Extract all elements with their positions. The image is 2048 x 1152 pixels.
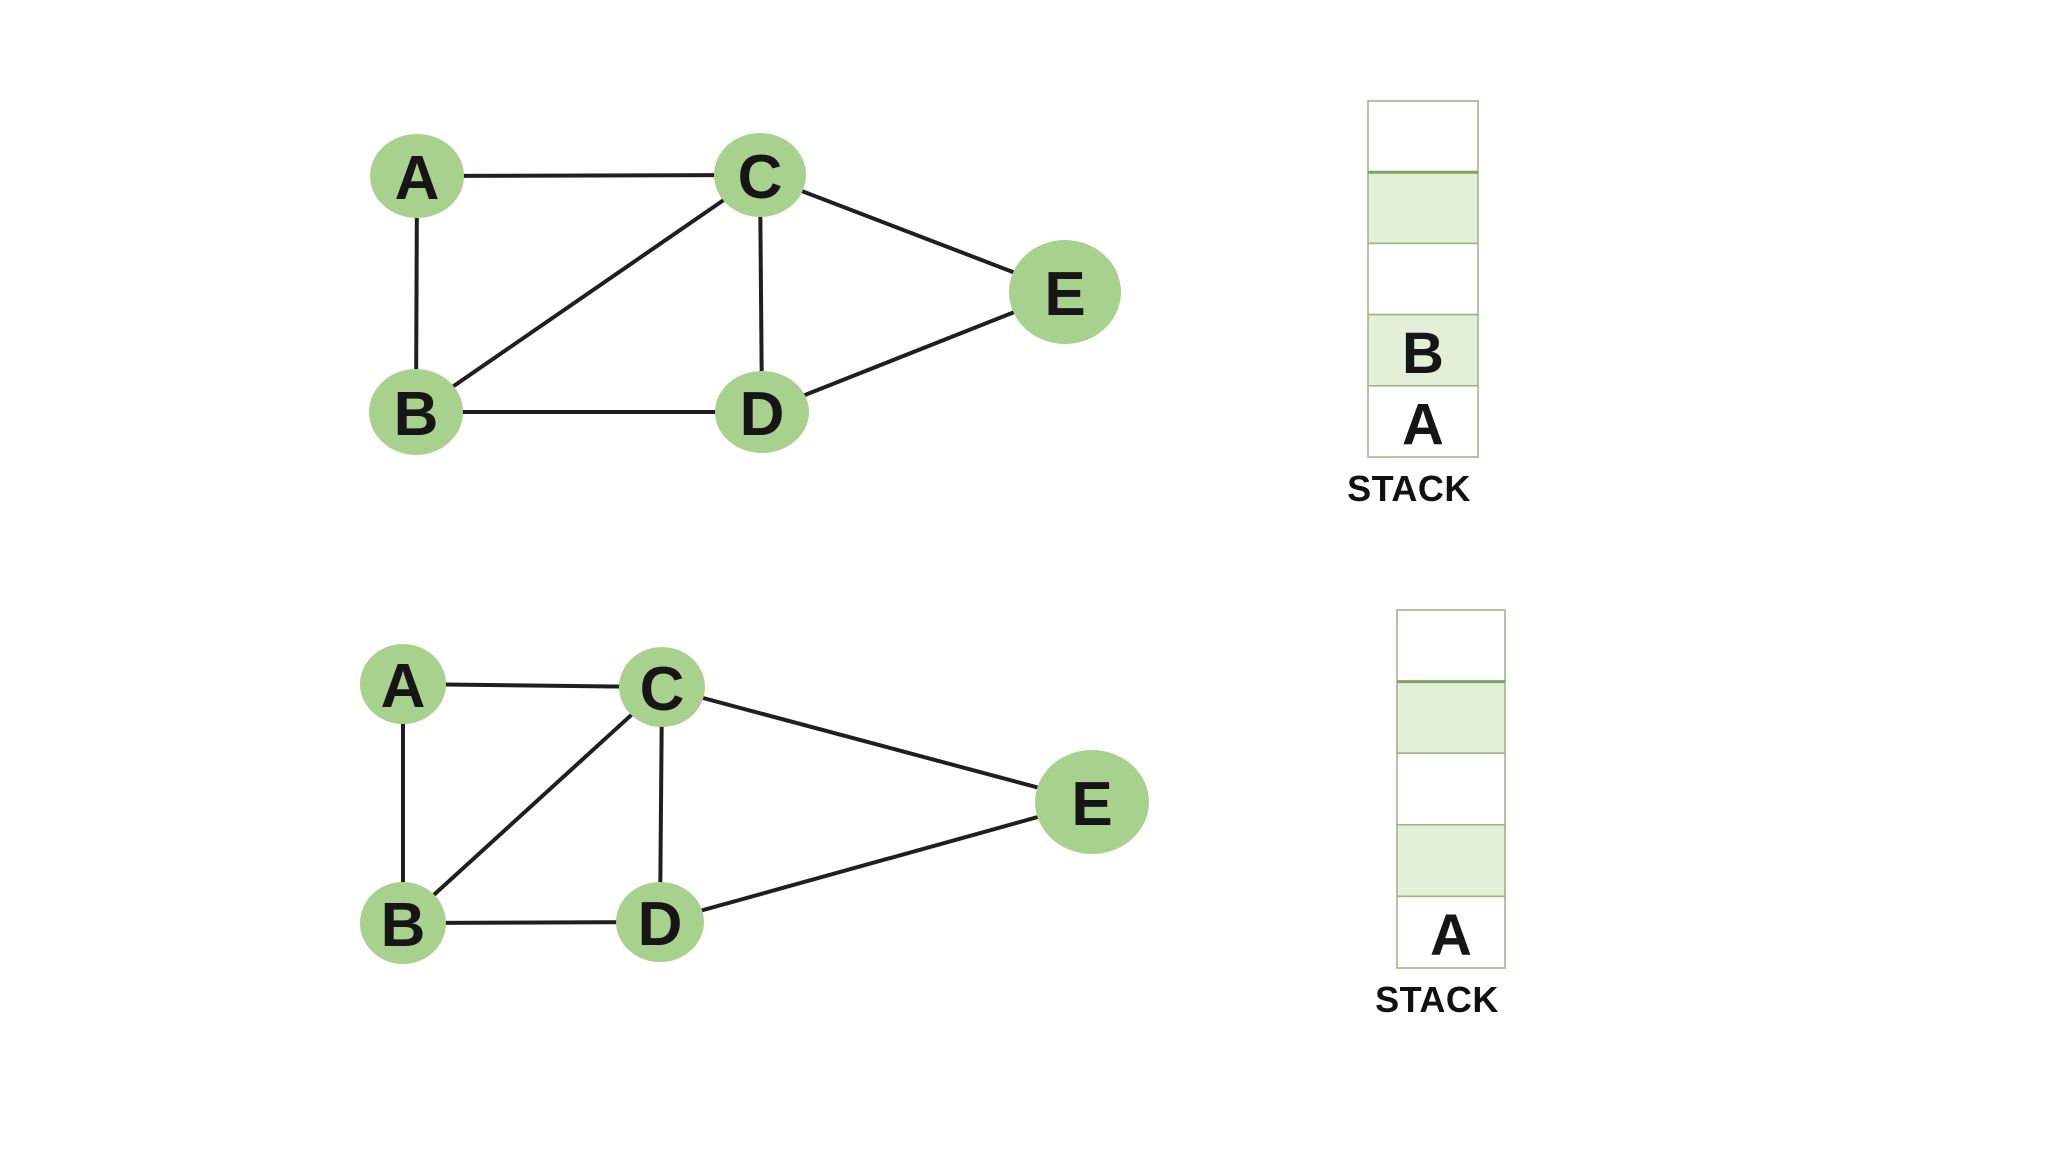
graph-node-A: A (370, 134, 464, 218)
node-label-C: C (738, 143, 783, 212)
node-label-B: B (381, 891, 426, 960)
node-circle-D (616, 882, 704, 962)
stack-step-2-cell-2 (1396, 680, 1506, 754)
node-circle-B (360, 882, 446, 964)
graph-edge-A-C (415, 173, 762, 178)
stack-step-1-cell-1 (1367, 100, 1479, 173)
stack-step-1-cell-5-value: A (1402, 392, 1444, 457)
stack-step-2-cell-5-value: A (1430, 903, 1472, 968)
node-circle-D (715, 371, 809, 453)
graph-node-C: C (619, 647, 705, 727)
graph-node-B: B (360, 882, 446, 964)
node-circle-C (619, 647, 705, 727)
graph-node-E: E (1035, 750, 1149, 854)
graph-edge-A-C (401, 682, 664, 689)
stack-step-1-cell-4-value: B (1402, 321, 1444, 386)
stack-step-1-cell-3 (1367, 242, 1479, 316)
stack-step-1-cell-5 (1367, 384, 1479, 458)
node-circle-E (1035, 750, 1149, 854)
graph-edge-C-E (660, 685, 1094, 804)
node-label-E: E (1071, 770, 1112, 839)
node-label-D: D (740, 380, 785, 449)
graph-node-D: D (616, 882, 704, 962)
node-circle-C (714, 133, 806, 217)
stack-label: STACK (1375, 979, 1499, 1020)
stack-step-2-cell-4 (1396, 823, 1506, 898)
graph-edge-D-E (658, 800, 1094, 924)
node-circle-A (360, 644, 446, 724)
figure-step-2: A C B D E A STACK (360, 609, 1506, 1020)
node-circle-E (1009, 240, 1121, 344)
node-label-A: A (395, 144, 440, 213)
graph-node-E: E (1009, 240, 1121, 344)
stack-step-2-cell-1 (1396, 609, 1506, 683)
graph-node-C: C (714, 133, 806, 217)
graph-node-B: B (369, 369, 463, 455)
graph-edges-step-2 (401, 682, 1094, 925)
stack-label: STACK (1347, 468, 1471, 509)
node-label-B: B (394, 380, 439, 449)
stack-step-2: A STACK (1375, 609, 1506, 1020)
graph-node-A: A (360, 644, 446, 724)
graph-edge-B-C (401, 685, 664, 925)
node-label-E: E (1044, 260, 1085, 329)
stack-step-2-cell-5 (1396, 895, 1506, 969)
graph-node-D: D (715, 371, 809, 453)
node-circle-A (370, 134, 464, 218)
node-circle-B (369, 369, 463, 455)
stack-step-2-cell-3 (1396, 752, 1506, 826)
stack-step-1-cell-2 (1367, 171, 1479, 245)
stack-step-1: BA STACK (1347, 100, 1479, 509)
graph-edge-B-C (414, 173, 762, 414)
node-label-D: D (638, 890, 683, 959)
node-label-A: A (381, 652, 426, 721)
stack-step-1-cell-4 (1367, 313, 1479, 387)
node-label-C: C (640, 655, 685, 724)
